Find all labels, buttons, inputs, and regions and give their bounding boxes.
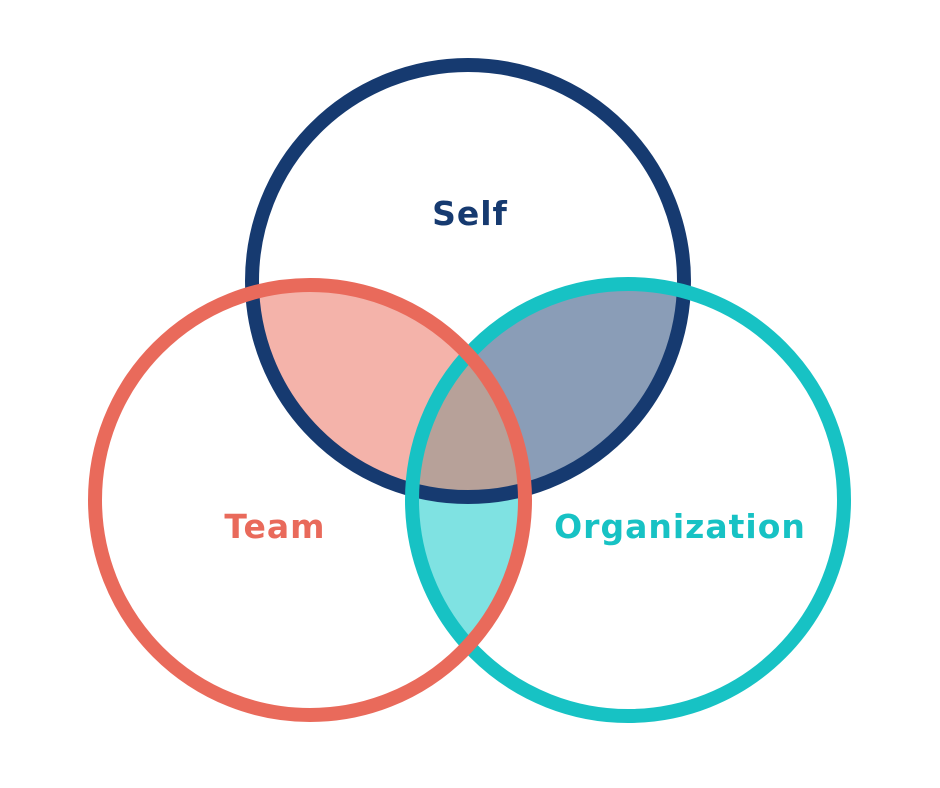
- label-organization: Organization: [554, 507, 806, 546]
- overlap-self-organization: [412, 284, 684, 497]
- label-self: Self: [432, 194, 508, 233]
- circle-team: [88, 278, 532, 722]
- circle-self: [245, 58, 691, 504]
- circle-organization: [405, 277, 851, 723]
- label-team: Team: [224, 507, 325, 546]
- overlap-self-team: [252, 285, 525, 497]
